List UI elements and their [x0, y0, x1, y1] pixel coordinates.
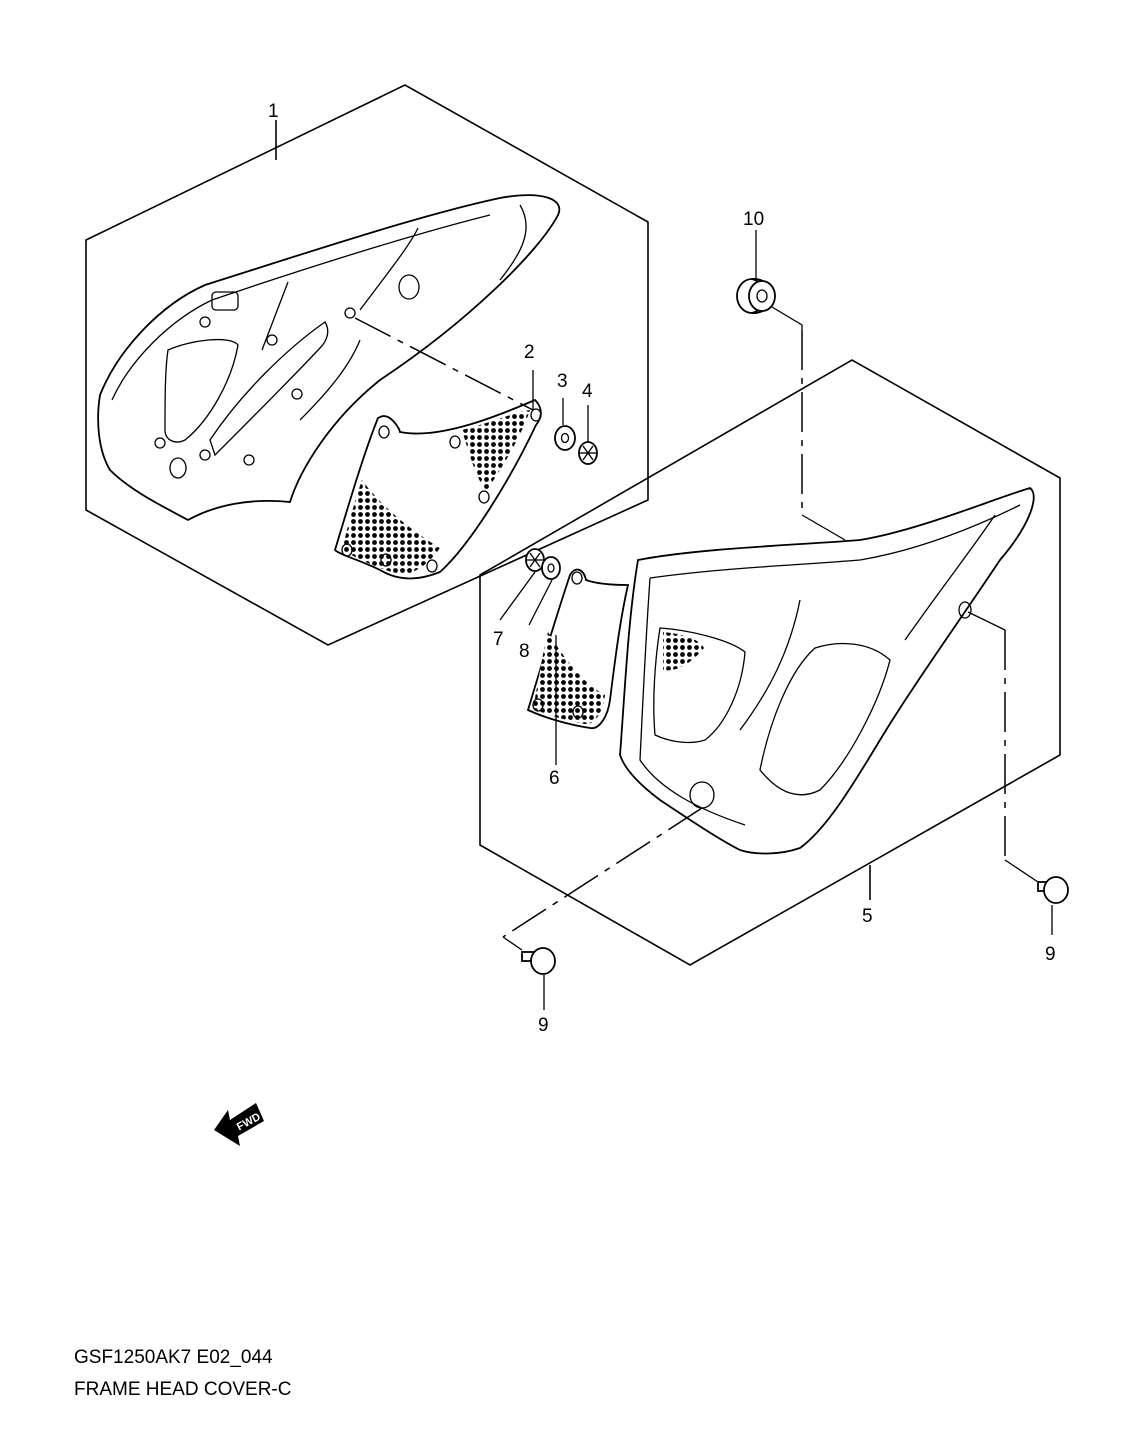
- part-label-2: 2: [524, 342, 535, 363]
- screw-right: [1037, 876, 1069, 904]
- part-label-7: 7: [493, 629, 504, 650]
- left-washer-and-nut: [554, 425, 598, 465]
- left-mesh-panel: [333, 398, 542, 580]
- right-leader-lines: [499, 230, 1053, 1010]
- part-label-4: 4: [582, 381, 593, 402]
- fwd-direction-arrow: FWD: [214, 1103, 264, 1146]
- part-label-8: 8: [519, 641, 530, 662]
- right-mesh-panel: [526, 568, 630, 729]
- part-number-labels: 1 2 3 4 5 6 7 8 9 9 10: [268, 101, 1056, 1036]
- screw-left: [521, 947, 556, 975]
- grommet-part: [736, 278, 776, 314]
- left-assembly-box: [85, 84, 649, 646]
- part-label-5: 5: [862, 906, 873, 927]
- part-label-10: 10: [743, 209, 764, 230]
- right-nut-and-washer: [525, 548, 561, 580]
- part-label-9-right: 9: [1045, 944, 1056, 965]
- part-label-6: 6: [549, 768, 560, 789]
- diagram-title: FRAME HEAD COVER-C: [74, 1379, 292, 1400]
- right-assembly-box: [479, 359, 1061, 966]
- part-label-1: 1: [268, 101, 279, 122]
- part-label-3: 3: [557, 371, 568, 392]
- part-label-9-left: 9: [538, 1015, 549, 1036]
- left-frame-head-cover: [97, 194, 561, 522]
- left-leader-lines: [354, 317, 589, 442]
- diagram-code: GSF1250AK7 E02_044: [74, 1347, 273, 1368]
- right-frame-head-cover: [619, 487, 1035, 855]
